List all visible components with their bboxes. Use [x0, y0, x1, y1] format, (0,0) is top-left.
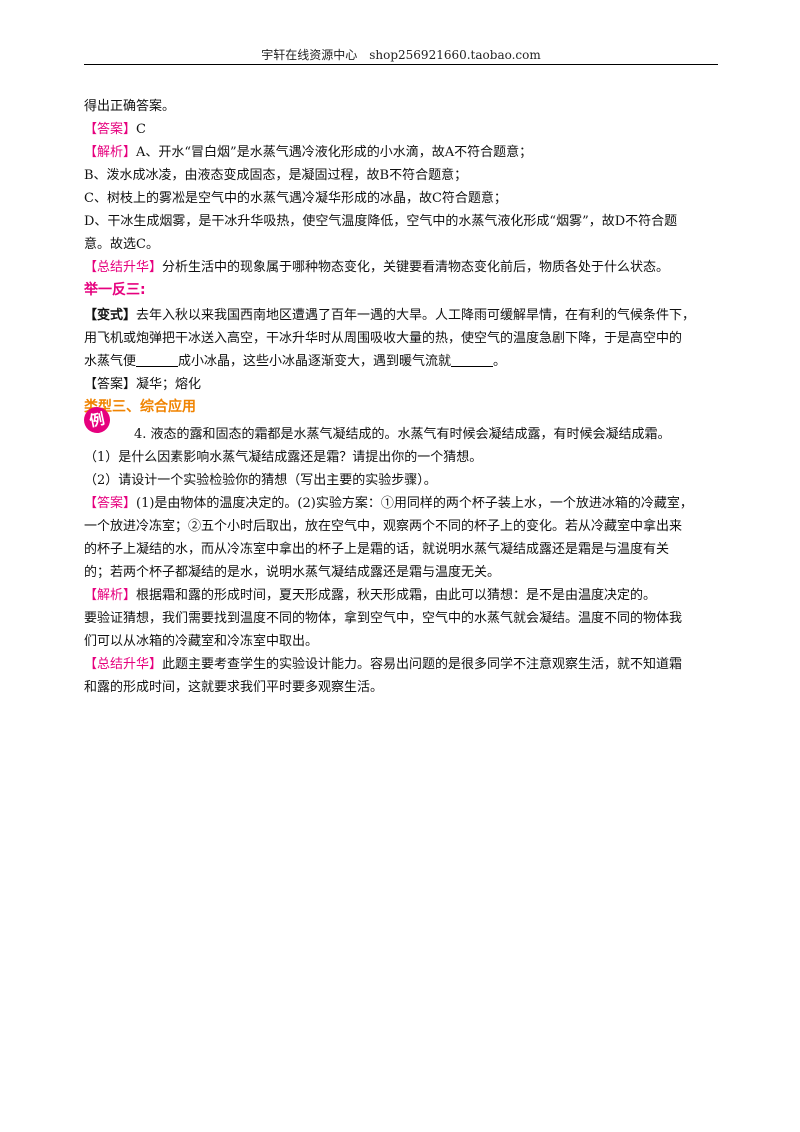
analysis-line-d2: 意。故选C。	[84, 237, 159, 252]
answer-value: C	[136, 122, 146, 137]
variation-line-2: 用飞机或炮弹把干冰送入高空，干冰升华时从周围吸收大量的热，使空气的温度急剧下降，…	[84, 331, 683, 346]
question-line: 例 4. 液态的露和固态的霜都是水蒸气凝结成的。水蒸气有时候会凝结成露，有时候会…	[81, 404, 718, 446]
section3-answer-tag: 【答案】	[84, 496, 137, 511]
answer-tag: 【答案】	[84, 122, 137, 137]
variation-text-1: 去年入秋以来我国西南地区遭遇了百年一遇的大旱。人工降雨可缓解旱情，在有利的气候条…	[136, 308, 696, 323]
section3-analysis-line-3: 们可以从冰箱的冷藏室和冷冻室中取出。	[84, 634, 319, 649]
summary-line: 【总结升华】分析生活中的现象属于哪种物态变化，关键要看清物态变化前后，物质各处于…	[84, 256, 718, 279]
section3-summary-line-1: 【总结升华】此题主要考查学生的实验设计能力。容易出问题的是很多同学不注意观察生活…	[84, 653, 718, 676]
section3-summary-line-2: 和露的形成时间，这就要求我们平时要多观察生活。	[84, 680, 384, 695]
section3-analysis-line-1: 【解析】根据霜和露的形成时间，夏天形成露，秋天形成霜，由此可以猜想：是不是由温度…	[84, 584, 718, 607]
variation-line-3: 水蒸气便 成小冰晶，这些小冰晶逐渐变大，遇到暖气流就 。	[84, 350, 718, 373]
summary-tag: 【总结升华】	[84, 260, 163, 275]
section3-summary-tag: 【总结升华】	[84, 657, 163, 672]
section3-summary-text-1: 此题主要考查学生的实验设计能力。容易出问题的是很多同学不注意观察生活，就不知道霜	[162, 657, 683, 672]
intro-line: 得出正确答案。	[84, 99, 176, 114]
variation-answer-text: 凝华；熔化	[136, 377, 202, 392]
analysis-line-c: C、树枝上的雾凇是空气中的水蒸气遇冷凝华形成的冰晶，故C符合题意；	[84, 191, 507, 206]
section-title: 类型三、综合应用	[84, 399, 196, 415]
section3-analysis-text-1: 根据霜和露的形成时间，夏天形成露，秋天形成霜，由此可以猜想：是不是由温度决定的。	[136, 588, 657, 603]
analysis-line-a: 【解析】A、开水“冒白烟”是水蒸气遇冷液化形成的小水滴，故A不符合题意；	[84, 141, 718, 164]
question-part-2: （2）请设计一个实验检验你的猜想（写出主要的实验步骤）。	[84, 473, 437, 488]
answer-line: 【答案】C	[84, 118, 718, 141]
section3-answer-line-2: 一个放进冷冻室；②五个小时后取出，放在空气中，观察两个不同的杯子上的变化。若从冷…	[84, 519, 683, 534]
analysis-line-d1: D、干冰生成烟雾，是干冰升华吸热，使空气温度降低，空气中的水蒸气液化形成“烟雾”…	[84, 214, 678, 229]
variation-tag: 【变式】	[84, 308, 137, 323]
variation-text-3a: 水蒸气便	[84, 354, 137, 369]
variation-answer-line: 【答案】凝华；熔化	[84, 373, 718, 396]
section3-answer-text-1: (1)是由物体的温度决定的。(2)实验方案：①用同样的两个杯子装上水，一个放进冰…	[136, 496, 693, 511]
section3-answer-line-3: 的杯子上凝结的水，而从冷冻室中拿出的杯子上是霜的话，就说明水蒸气凝结成露还是霜是…	[84, 542, 670, 557]
section3-analysis-line-2: 要验证猜想，我们需要找到温度不同的物体，拿到空气中，空气中的水蒸气就会凝结。温度…	[84, 611, 683, 626]
variation-text-3b: 成小冰晶，这些小冰晶逐渐变大，遇到暖气流就	[178, 354, 452, 369]
fill-blank-1	[136, 352, 179, 367]
variation-text-3c: 。	[493, 354, 507, 369]
section3-answer-line-1: 【答案】(1)是由物体的温度决定的。(2)实验方案：①用同样的两个杯子装上水，一…	[84, 492, 718, 515]
summary-text: 分析生活中的现象属于哪种物态变化，关键要看清物态变化前后，物质各处于什么状态。	[162, 260, 670, 275]
question-part-1: （1）是什么因素影响水蒸气凝结成露还是霜？请提出你的一个猜想。	[84, 450, 483, 465]
question-text: 4. 液态的露和固态的霜都是水蒸气凝结成的。水蒸气有时候会凝结成露，有时候会凝结…	[134, 427, 671, 442]
page-header: 宇轩在线资源中心 shop256921660.taobao.com	[261, 48, 541, 62]
section3-analysis-tag: 【解析】	[84, 588, 137, 603]
section3-answer-line-4: 的；若两个杯子都凝结的是水，说明水蒸气凝结成露还是霜与温度无关。	[84, 565, 501, 580]
document-body: 得出正确答案。 【答案】C 【解析】A、开水“冒白烟”是水蒸气遇冷液化形成的小水…	[81, 95, 718, 699]
variation-title: 举一反三:	[84, 282, 146, 298]
variation-line-1: 【变式】去年入秋以来我国西南地区遭遇了百年一遇的大旱。人工降雨可缓解旱情，在有利…	[84, 304, 718, 327]
analysis-tag: 【解析】	[84, 145, 137, 160]
analysis-line-b: B、泼水成冰凌，由液态变成固态，是凝固过程，故B不符合题意；	[84, 168, 468, 183]
variation-answer-tag: 【答案】	[84, 377, 137, 392]
header-divider	[84, 64, 718, 65]
fill-blank-2	[451, 352, 494, 367]
analysis-a: A、开水“冒白烟”是水蒸气遇冷液化形成的小水滴，故A不符合题意；	[136, 145, 533, 160]
